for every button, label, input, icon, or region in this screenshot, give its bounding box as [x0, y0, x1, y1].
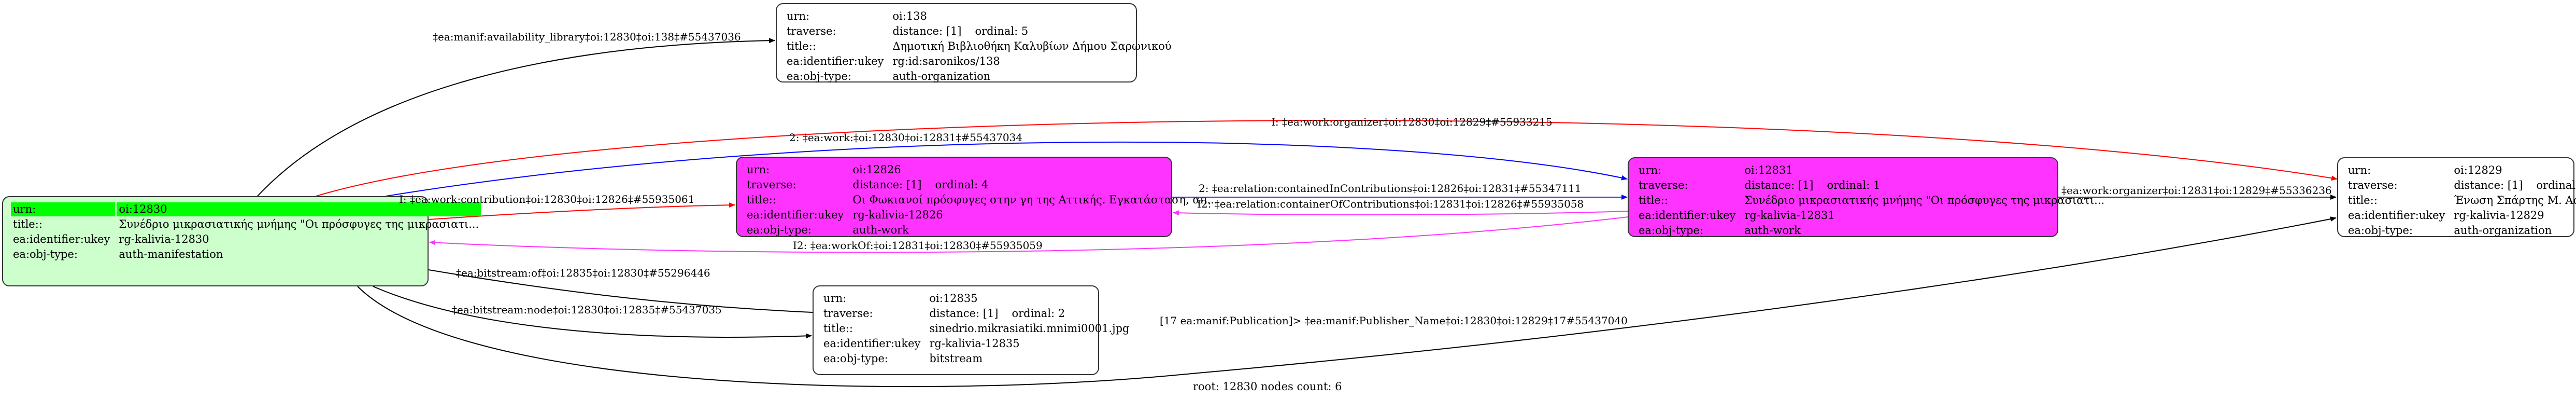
- traverse-label: traverse:: [1639, 179, 1688, 191]
- title-label: title::: [747, 194, 776, 206]
- graph-node-138[interactable]: urn: oi:138 traverse: distance: [1] ordinal…: [776, 3, 1172, 82]
- obj-type-label: ea:obj-type:: [787, 70, 851, 82]
- urn-value: oi:138: [892, 10, 927, 22]
- obj-type-value: auth-organization: [2454, 224, 2552, 237]
- ukey-label: ea:identifier:ukey: [13, 233, 110, 245]
- ukey-value: rg-kalivia-12831: [1744, 209, 1835, 222]
- title-label: title::: [787, 40, 816, 52]
- ukey-value: rg-kalivia-12829: [2454, 209, 2544, 222]
- title-label: title::: [823, 322, 853, 335]
- distance-value: distance: [1]: [2454, 179, 2523, 191]
- edge-label-work-blue: 2: ‡ea:work:‡oi:12830‡oi:12831‡#55437034: [789, 131, 1023, 144]
- graph-node-12835[interactable]: urn: oi:12835 traverse: distance: [1] ordin…: [813, 285, 1129, 375]
- distance-value: distance: [1]: [892, 25, 962, 37]
- ukey-label: ea:identifier:ukey: [2348, 209, 2445, 222]
- obj-type-label: ea:obj-type:: [13, 248, 78, 260]
- graph-footer: root: 12830 nodes count: 6: [1193, 380, 1342, 393]
- edge-work-organizer-red: [316, 120, 2338, 197]
- obj-type-label: ea:obj-type:: [747, 224, 812, 236]
- ukey-value: rg-kalivia-12830: [119, 233, 209, 245]
- title-value: Συνέδριο μικρασιατικής μνήμης "Οι πρόσφυ…: [1744, 194, 2105, 207]
- ukey-value: rg-kalivia-12835: [929, 337, 1020, 350]
- title-value: sinedrio.mikrasiatiki.mnimi0001.jpg: [929, 322, 1130, 335]
- traverse-label: traverse:: [787, 25, 836, 37]
- obj-type-value: auth-work: [1744, 224, 1801, 237]
- ordinal-value: ordinal: 1: [1827, 179, 1881, 191]
- edge-label-work-organizer-black: ‡ea:work:organizer‡oi:12831‡oi:12829‡#55…: [2061, 184, 2332, 197]
- obj-type-value: auth-work: [852, 224, 909, 236]
- urn-label: urn:: [1639, 164, 1662, 176]
- edge-label-work-organizer-red: I: ‡ea:work:organizer‡oi:12830‡oi:12829‡…: [1271, 116, 1553, 128]
- urn-label: urn:: [747, 163, 770, 176]
- ordinal-value: ordinal: 5: [975, 25, 1029, 37]
- obj-type-value: auth-organization: [892, 70, 991, 82]
- edge-label-container-of-contributions: I2: ‡ea:relation:containerOfContribution…: [1197, 198, 1584, 210]
- traverse-label: traverse:: [2348, 179, 2398, 191]
- edge-label-availability-library: ‡ea:manif:availability_library‡oi:12830‡…: [433, 31, 741, 43]
- ukey-label: ea:identifier:ukey: [747, 209, 844, 221]
- ordinal-value: ordinal: 2: [1012, 307, 1065, 320]
- title-value: Οι Φωκιανοί πρόσφυγες στην γη της Αττική…: [852, 194, 1218, 206]
- urn-label: urn:: [787, 10, 810, 22]
- edge-availability-library: [256, 38, 775, 198]
- title-label: title::: [2348, 194, 2378, 207]
- edge-container-of-contributions: [1173, 210, 1629, 216]
- edge-work-contribution: [428, 202, 735, 220]
- obj-type-value: auth-manifestation: [119, 248, 223, 260]
- edge-label-bitstream-node: ‡ea:bitstream:node‡oi:12830‡oi:12835‡#55…: [452, 304, 722, 316]
- edge-label-publisher-name: [17 ea:manif:Publication]> ‡ea:manif:Pub…: [1160, 314, 1628, 327]
- edge-work-blue: [386, 141, 1628, 197]
- urn-label: urn:: [823, 292, 847, 305]
- obj-type-label: ea:obj-type:: [823, 352, 888, 365]
- obj-type-label: ea:obj-type:: [2348, 224, 2413, 237]
- edge-bitstream-node: [373, 286, 812, 339]
- distance-value: distance: [1]: [1744, 179, 1814, 191]
- title-label: title::: [13, 218, 42, 230]
- urn-label: urn:: [2348, 164, 2371, 176]
- ukey-value: rg:id:saronikos/138: [892, 55, 1000, 67]
- urn-value: oi:12831: [1744, 164, 1793, 176]
- ukey-value: rg-kalivia-12826: [852, 209, 943, 221]
- graph-node-12826[interactable]: urn: oi:12826 traverse: distance: [1] ordin…: [736, 157, 1217, 237]
- edge-label-work-of: I2: ‡ea:workOf:‡oi:12831‡oi:12830‡#55935…: [793, 239, 1043, 252]
- title-value: Συνέδριο μικρασιατικής μνήμης "Οι πρόσφυ…: [119, 218, 479, 230]
- obj-type-value: bitstream: [929, 352, 983, 365]
- graph-node-12829[interactable]: urn: oi:12829 traverse: distance: [1] ordin…: [2337, 157, 2576, 237]
- urn-value: oi:12829: [2454, 164, 2502, 176]
- ordinal-value: ordinal: 4: [935, 178, 989, 191]
- title-label: title::: [1639, 194, 1668, 207]
- ordinal-value: ordinal: 3: [2536, 179, 2576, 191]
- edge-label-bitstream-of: ‡ea:bitstream:of‡oi:12835‡oi:12830‡#5529…: [456, 267, 710, 279]
- ukey-label: ea:identifier:ukey: [1639, 209, 1736, 222]
- graph-node-root-12830[interactable]: urn:oi:12830 title::Συνέδριο μικρασιατικ…: [2, 196, 481, 286]
- edge-bitstream-of: [383, 260, 813, 313]
- distance-value: distance: [1]: [852, 178, 922, 191]
- traverse-label: traverse:: [823, 307, 873, 320]
- urn-value: oi:12835: [929, 292, 978, 305]
- edge-label-work-contribution: I: ‡ea:work:contribution‡oi:12830‡oi:128…: [399, 193, 695, 205]
- ukey-label: ea:identifier:ukey: [787, 55, 884, 67]
- traverse-label: traverse:: [747, 178, 796, 191]
- title-value: Ένωση Σπάρτης Μ. Ασίας: [2454, 194, 2576, 207]
- urn-value: oi:12830: [117, 202, 481, 216]
- urn-value: oi:12826: [852, 163, 901, 176]
- graph-node-12831[interactable]: urn: oi:12831 traverse: distance: [1] ordin…: [1628, 157, 2104, 237]
- edge-label-contained-in-contributions: 2: ‡ea:relation:containedInContributions…: [1199, 182, 1582, 195]
- edge-publisher-name: [357, 216, 2337, 388]
- obj-type-label: ea:obj-type:: [1639, 224, 1703, 237]
- title-value: Δημοτική Βιβλιοθήκη Καλυβίων Δήμου Σαρων…: [892, 40, 1172, 52]
- ukey-label: ea:identifier:ukey: [823, 337, 921, 350]
- urn-label: urn:: [11, 202, 116, 216]
- edge-work-of: [429, 216, 1629, 253]
- distance-value: distance: [1]: [929, 307, 999, 320]
